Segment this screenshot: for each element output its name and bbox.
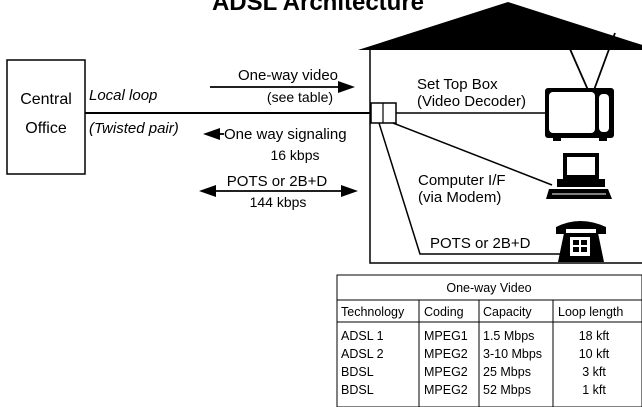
table-cell-r2-technology: ADSL 2 [341,347,384,361]
table-cell-r3-coding: MPEG2 [424,365,468,379]
table-cell-r3-capacity: 25 Mbps [483,365,531,379]
table-cell-r1-technology: ADSL 1 [341,329,384,343]
settop-label-line1: Set Top Box [417,76,498,93]
signaling-arrow-head [203,128,220,140]
table-cell-r3-technology: BDSL [341,365,374,379]
video-label-line1: One-way video [238,67,338,84]
local-loop-label: Local loop [89,87,157,104]
pots-label-line1: POTS or 2B+D [227,173,328,190]
house-roof [358,2,642,50]
pots-arrow-head-left [199,185,216,197]
twisted-pair-label: (Twisted pair) [89,120,179,137]
pots-arrow-head-right [341,185,358,197]
video-table: One-way Video Technology Coding Capacity… [336,274,642,407]
table-cell-r4-capacity: 52 Mbps [483,383,531,397]
table-cell-r1-coding: MPEG1 [424,329,468,343]
table-header-capacity: Capacity [483,305,532,319]
phone-icon [556,221,606,262]
table-header-technology: Technology [341,305,405,319]
table-cell-r2-capacity: 3-10 Mbps [483,347,542,361]
video-arrow-head [338,81,355,93]
diagram-title: ADSL Architecture [212,0,424,16]
table-cell-r4-coding: MPEG2 [424,383,468,397]
central-office-box [6,59,86,175]
phone-label: POTS or 2B+D [430,235,531,252]
table-cell-r2-loop-length: 10 kft [579,347,610,361]
computer-label-line1: Computer I/F [418,172,506,189]
table-cell-r4-loop-length: 1 kft [582,383,606,397]
table-header-loop-length: Loop length [558,305,623,319]
line-to-phone [378,122,562,255]
table-cell-r1-loop-length: 18 kft [579,329,610,343]
video-label-line2: (see table) [267,89,333,105]
signaling-label-line1: One way signaling [224,126,347,143]
central-office-line2: Office [25,120,67,137]
line-to-computer [392,122,553,186]
central-office-line1: Central [20,91,72,108]
table-header-coding: Coding [424,305,464,319]
tv-icon [545,32,616,141]
table-cell-r4-technology: BDSL [341,383,374,397]
signaling-label-line2: 16 kbps [270,147,319,163]
table-caption: One-way Video [446,281,531,295]
house-walls [369,50,642,264]
table-cell-r3-loop-length: 3 kft [582,365,606,379]
computer-label-line2: (via Modem) [418,189,501,206]
pots-label-line2: 144 kbps [250,194,307,210]
table-cell-r1-capacity: 1.5 Mbps [483,329,534,343]
settop-label-line2: (Video Decoder) [417,93,526,110]
computer-icon [546,153,612,199]
table-cell-r2-coding: MPEG2 [424,347,468,361]
